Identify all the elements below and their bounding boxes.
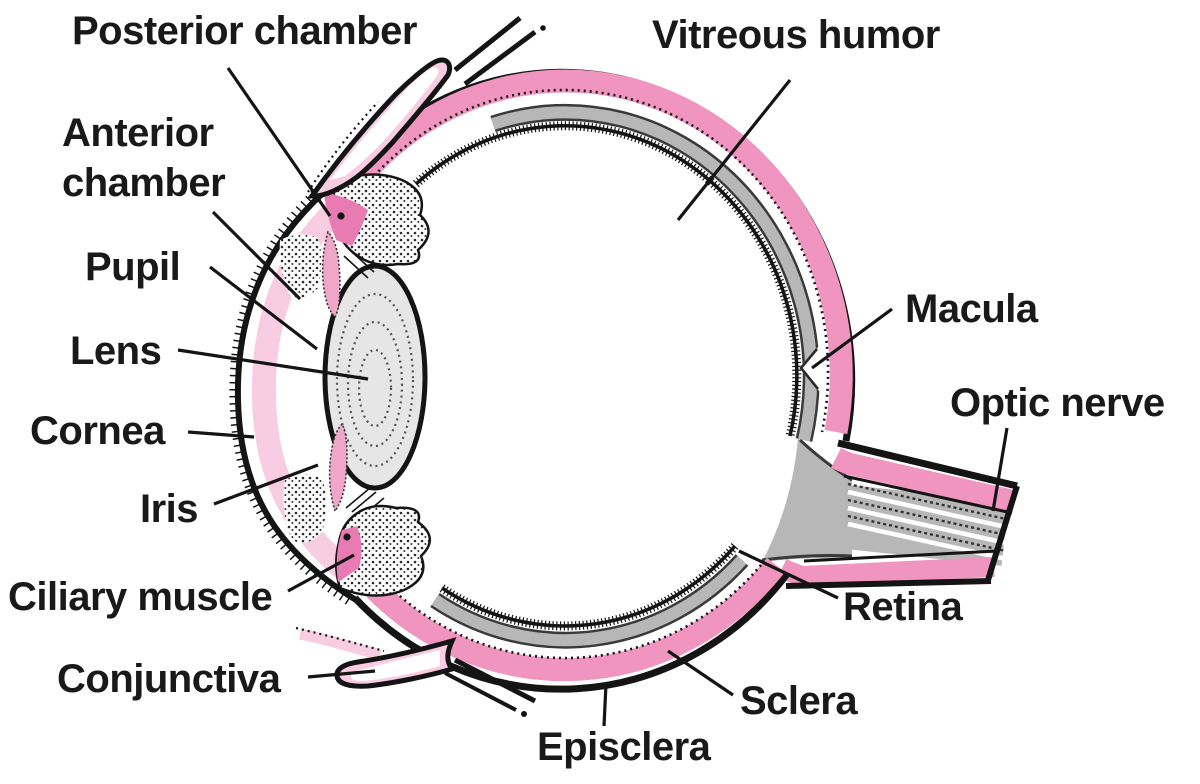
label-optic-nerve: Optic nerve <box>950 381 1165 425</box>
sclera-band-bottom <box>363 557 786 682</box>
label-pupil: Pupil <box>85 245 180 289</box>
label-lens: Lens <box>70 329 161 373</box>
nerve-cut-edge <box>985 485 1020 581</box>
conjunctiva-fold-lower-inner <box>350 650 440 681</box>
iris-root-stipple-lower <box>283 474 326 543</box>
ciliary-dot-upper <box>337 212 345 220</box>
nerve-sheath-line-top <box>843 474 1013 515</box>
eye-wall <box>337 68 856 693</box>
leader-optic-nerve <box>991 427 1009 512</box>
lens-ring-3 <box>357 348 393 428</box>
label-anterior-chamber-line1: Anterior <box>62 111 214 155</box>
label-anterior-chamber-line2: chamber <box>62 161 225 205</box>
posterior-chamber-region <box>324 192 368 246</box>
macula-notch-outline <box>799 348 820 390</box>
nerve-outline-bottom <box>785 578 992 589</box>
retina-band-bottom <box>431 555 747 647</box>
sclera-band-top <box>337 69 853 435</box>
label-conjunctiva: Conjunctiva <box>57 657 282 701</box>
eyelid-line-upper-2 <box>463 29 537 87</box>
leader-conjunctiva <box>307 669 376 679</box>
label-cornea: Cornea <box>30 409 166 453</box>
eyelid-line-upper-1 <box>453 16 522 72</box>
vitreous-boundary-fuzz-top <box>412 121 802 438</box>
eyelid-line-lower-2 <box>444 671 517 712</box>
iris-structure <box>321 230 348 513</box>
nerve-fiber-dots-3 <box>847 514 1007 553</box>
leader-vitreous-humor <box>676 79 792 221</box>
nerve-sheath-line-bottom <box>803 549 998 563</box>
episclera-outline-bottom <box>352 571 790 693</box>
label-episclera: Episclera <box>537 725 712 769</box>
nerve-stripe-1 <box>847 489 1007 530</box>
lens-ring-1 <box>335 292 415 468</box>
leader-lines <box>177 67 1009 727</box>
leader-lens <box>177 348 369 381</box>
leader-sclera <box>667 649 734 697</box>
leader-episclera <box>602 683 608 727</box>
eyelid-dot-upper <box>540 25 546 31</box>
sclera-dotted-edge-top <box>350 88 830 433</box>
label-macula: Macula <box>905 287 1039 331</box>
leader-posterior-chamber <box>226 67 332 217</box>
leader-anterior-chamber <box>211 210 302 301</box>
label-iris: Iris <box>140 487 198 531</box>
eyelid-dot-lower <box>521 711 527 717</box>
vitreous-boundary-bottom <box>441 544 737 628</box>
nerve-sheath-bottom <box>777 557 995 587</box>
nerve-fiber-dots-1 <box>847 482 1007 521</box>
iris-root-stipple-upper <box>279 234 322 298</box>
eyelid-line-lower-1 <box>453 657 537 704</box>
label-retina: Retina <box>843 585 964 629</box>
leader-ciliary-muscle <box>287 553 355 593</box>
leader-retina <box>738 549 839 600</box>
labels: Posterior chamber Anterior chamber Pupil… <box>8 9 1165 769</box>
label-sclera: Sclera <box>740 679 858 723</box>
label-vitreous-humor: Vitreous humor <box>652 13 940 57</box>
leader-macula <box>811 307 893 370</box>
ciliary-wedge-lower <box>336 526 362 582</box>
sclera-dotted-edge-bottom <box>391 564 762 660</box>
iris-lower <box>328 422 348 513</box>
lens-body <box>322 263 428 491</box>
conjunctiva-structure <box>295 16 546 717</box>
leader-iris <box>213 463 319 506</box>
leader-cornea <box>187 430 255 439</box>
iris-upper <box>321 230 341 319</box>
vitreous-boundary-top <box>414 124 799 437</box>
nerve-stripe-2 <box>847 505 1007 546</box>
label-posterior-chamber: Posterior chamber <box>72 9 417 53</box>
nerve-outline-top <box>837 439 1018 490</box>
nerve-fiber-dots-2 <box>847 498 1007 537</box>
nerve-sheath-top <box>831 448 1016 512</box>
optic-nerve-structure <box>761 438 1020 589</box>
macula-notch <box>799 345 820 392</box>
cornea-outline <box>234 172 358 603</box>
optic-nerve-head-edge2 <box>761 554 853 562</box>
conjunctiva-streak-lower <box>298 628 382 661</box>
ciliary-dot-lower <box>343 533 351 541</box>
conjunctiva-streak-dots <box>295 626 385 653</box>
ciliary-structure <box>279 173 431 597</box>
leader-pupil <box>209 265 318 351</box>
lens-ring-2 <box>346 320 404 448</box>
label-ciliary-muscle: Ciliary muscle <box>8 575 272 619</box>
conjunctiva-fold-upper-inner <box>330 67 439 180</box>
lens-structure <box>322 263 428 491</box>
